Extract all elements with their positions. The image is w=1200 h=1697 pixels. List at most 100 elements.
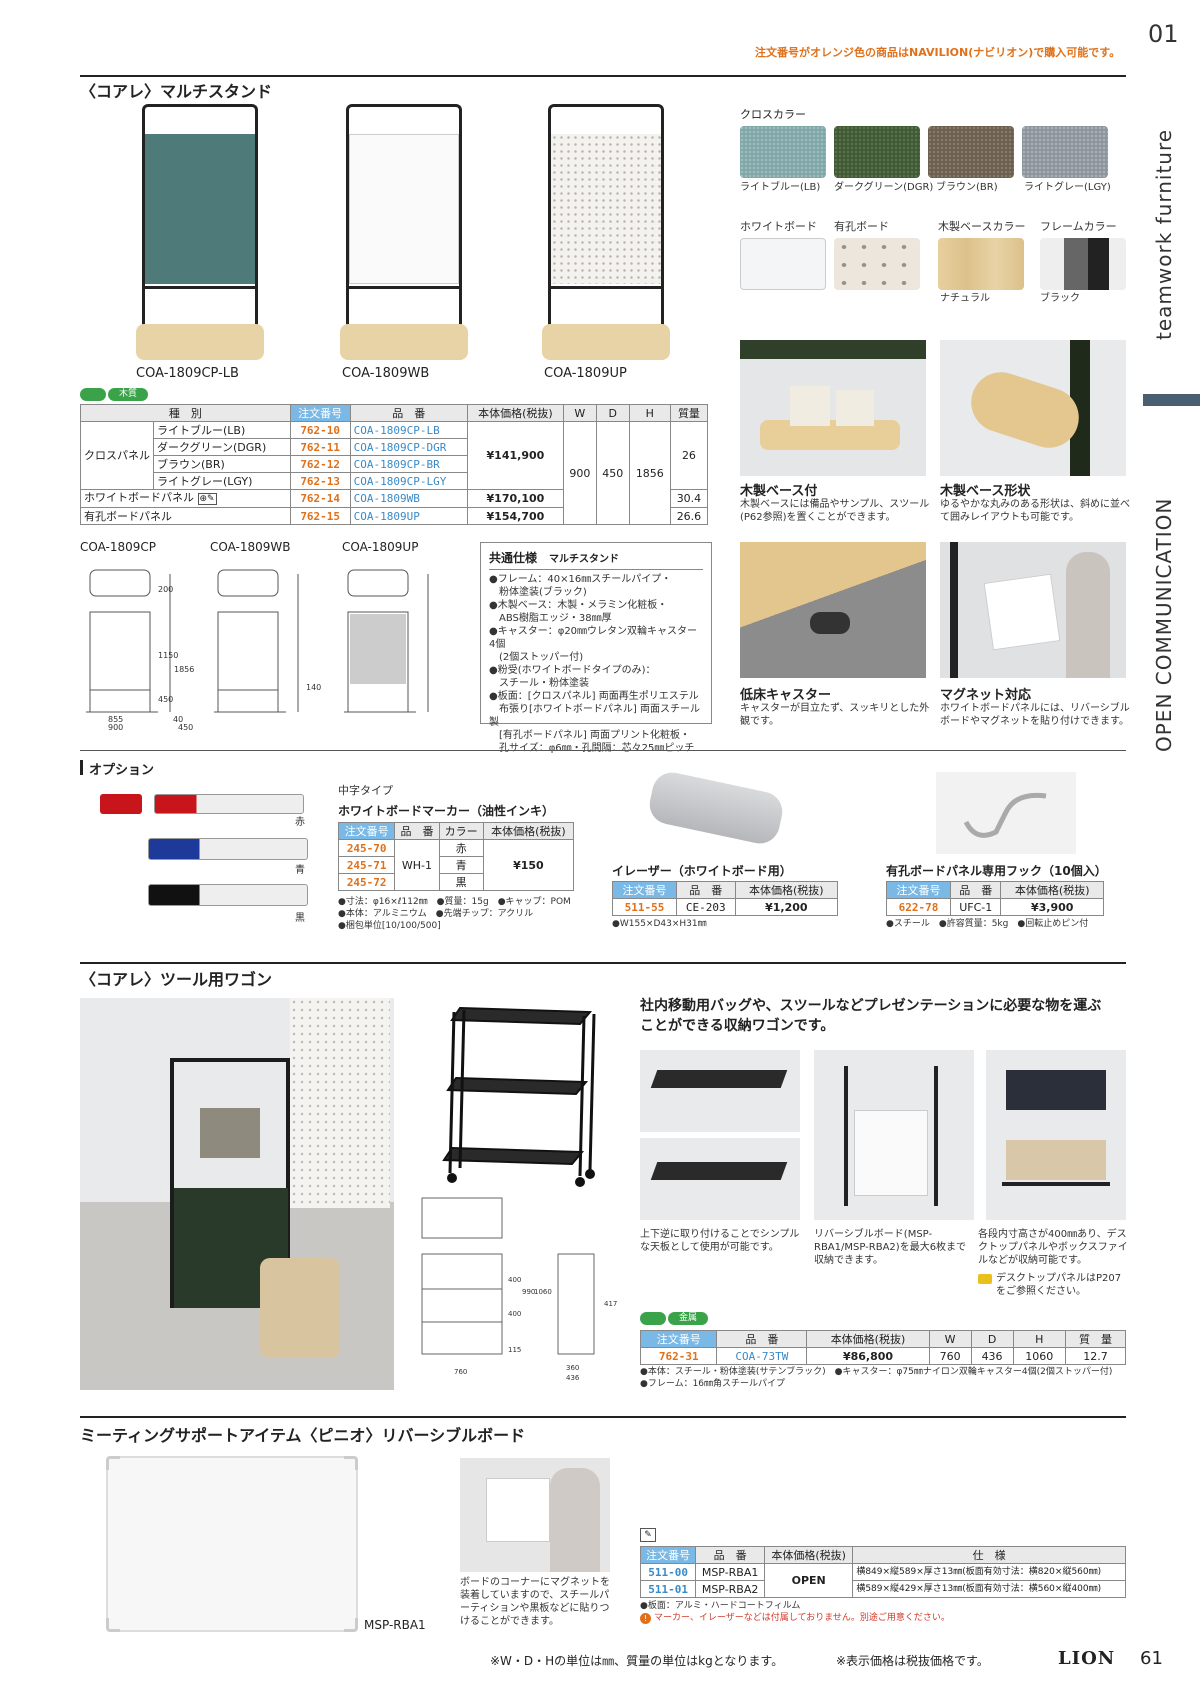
row-product: COA-1809CP-DGR bbox=[349, 438, 468, 456]
spec-title: 共通仕様 bbox=[489, 551, 538, 565]
board-usage-photo bbox=[460, 1458, 610, 1572]
row-spec: 横589×縦429×厚さ13㎜(板面有効寸法：横560×縦400㎜) bbox=[852, 1580, 1126, 1598]
table-row: 245-70 WH-1 赤 ¥150 bbox=[337, 839, 575, 891]
row-order[interactable]: 762-14 bbox=[289, 489, 351, 508]
value-w: 900 bbox=[562, 421, 597, 525]
wagon-caption-3: 各段内寸高さが400㎜あり、デスクトップパネルやボックスファイルなどが収納可能で… bbox=[978, 1229, 1128, 1266]
dim-450: 450 bbox=[158, 695, 173, 704]
spec-line: ●フレーム：40×16㎜スチールパイプ・ bbox=[489, 574, 672, 585]
dim-450b: 450 bbox=[178, 723, 193, 732]
feature-title-4: マグネット対応 bbox=[940, 688, 1032, 703]
pen-color-black: 黒 bbox=[295, 913, 305, 924]
reference-icon bbox=[978, 1274, 992, 1284]
wagon-dim-990: 990 bbox=[522, 1288, 535, 1296]
common-spec-box: 共通仕様 マルチスタンド ●フレーム：40×16㎜スチールパイプ・ 粉体塗装(ブ… bbox=[480, 542, 712, 754]
price-wb: ¥170,100 bbox=[466, 489, 564, 508]
frame-name: ブラック bbox=[1040, 293, 1080, 304]
table-row: 245-72 黒 bbox=[337, 873, 574, 891]
wagon-photo-files bbox=[986, 1050, 1126, 1220]
spec-line: [有孔ボードパネル] 両面プリント化粧板・ bbox=[489, 730, 690, 741]
marker-table: 注文番号 品 番 カラー 本体価格(税抜) 245-70 WH-1 赤 ¥150… bbox=[337, 822, 575, 891]
mass-up: 26.6 bbox=[669, 507, 709, 525]
wagon-dim-417: 417 bbox=[604, 1300, 617, 1308]
row-order[interactable]: 762-10 bbox=[289, 421, 351, 439]
page-number: 61 bbox=[1140, 1648, 1163, 1669]
row-color: 黒 bbox=[438, 873, 484, 891]
value-d: 450 bbox=[595, 421, 630, 525]
th-h: H bbox=[1012, 1330, 1067, 1348]
row-w: 760 bbox=[928, 1347, 972, 1365]
row-order[interactable]: 245-72 bbox=[337, 873, 396, 891]
row-order[interactable]: 511-00 bbox=[639, 1563, 697, 1581]
th-price: 本体価格(税抜) bbox=[734, 881, 839, 899]
drawing-label-3: COA-1809UP bbox=[342, 540, 419, 554]
board-spec-2: マーカー、イレーザーなどは付属しておりません。別途ご用意ください。 bbox=[654, 1613, 950, 1623]
spec-line: ●キャスター：φ20㎜ウレタン双輪キャスター4個 bbox=[489, 626, 698, 650]
eraser-spec: ●W155×D43×H31㎜ bbox=[612, 919, 707, 929]
marker-type-label: 中字タイプ bbox=[338, 784, 393, 797]
row-order[interactable]: 511-01 bbox=[639, 1580, 697, 1598]
row-order[interactable]: 622-78 bbox=[885, 898, 952, 916]
divider-wagon bbox=[80, 962, 1126, 964]
board-table: 注文番号 品 番 本体価格(税抜) 仕 様 511-00 MSP-RBA1 OP… bbox=[639, 1546, 1126, 1598]
value-h: 1856 bbox=[628, 421, 671, 525]
magnet-corner-icon bbox=[344, 1456, 358, 1470]
multistand-title: 〈コアレ〉マルチスタンド bbox=[80, 82, 273, 101]
wagon-dim-436: 436 bbox=[566, 1374, 580, 1382]
th-order: 注文番号 bbox=[289, 404, 351, 422]
row-order[interactable]: 245-70 bbox=[337, 839, 396, 857]
dim-1150: 1150 bbox=[158, 651, 178, 660]
row-order[interactable]: 762-13 bbox=[289, 472, 351, 490]
eco-icon bbox=[80, 388, 106, 401]
row-product: MSP-RBA1 bbox=[695, 1563, 765, 1581]
th-product: 品 番 bbox=[695, 1546, 765, 1564]
board-model-label: MSP-RBA1 bbox=[364, 1618, 426, 1632]
spec-line: ●板面：[クロスパネル] 両面再生ポリエステル bbox=[489, 691, 699, 702]
row-type: ライトグレー(LGY) bbox=[153, 472, 291, 490]
footer-price-note: ※表示価格は税抜価格です。 bbox=[836, 1654, 989, 1668]
row-order[interactable]: 511-55 bbox=[612, 898, 677, 916]
feature-photo-wood-base bbox=[740, 340, 926, 476]
page-number-top: 01 bbox=[1148, 20, 1179, 48]
hook-table: 注文番号 品 番 本体価格(税抜) 622-78 UFC-1 ¥3,900 bbox=[885, 881, 1104, 916]
row-order[interactable]: 762-11 bbox=[289, 438, 351, 456]
cloth-name-3: ブラウン(BR) bbox=[936, 182, 998, 193]
th-product: 品 番 bbox=[716, 1330, 808, 1348]
feature-title-3: 低床キャスター bbox=[740, 688, 832, 703]
th-mass: 質量 bbox=[669, 404, 709, 422]
th-price: 本体価格(税抜) bbox=[482, 822, 575, 840]
swatch-light-blue bbox=[740, 126, 826, 178]
table-row: 511-00 MSP-RBA1 OPEN 横849×縦589×厚さ13㎜(板面有… bbox=[639, 1563, 1126, 1598]
row-order[interactable]: 762-12 bbox=[289, 455, 351, 473]
row-product: COA-1809CP-LB bbox=[349, 421, 468, 439]
material-badge: 木質 bbox=[108, 388, 148, 401]
th-mass: 質 量 bbox=[1065, 1330, 1126, 1348]
dim-140: 140 bbox=[306, 683, 321, 692]
table-row: 有孔ボードパネル 762-15 COA-1809UP ¥154,700 26.6 bbox=[80, 507, 709, 525]
th-h: H bbox=[628, 404, 671, 422]
th-price: 本体価格(税抜) bbox=[763, 1546, 854, 1564]
row-product: COA-1809CP-LGY bbox=[349, 472, 468, 490]
table-row: ブラウン(BR) 762-12 COA-1809CP-BR bbox=[81, 455, 708, 473]
eraser-name: イレーザー（ホワイトボード用） bbox=[612, 864, 792, 878]
th-product: 品 番 bbox=[675, 881, 736, 899]
marker-product: WH-1 bbox=[394, 839, 440, 891]
spec-line: スチール・粉体塗装 bbox=[489, 678, 589, 689]
row-price: ¥86,800 bbox=[806, 1347, 930, 1365]
row-order[interactable]: 245-71 bbox=[337, 856, 396, 874]
row-type: ブラウン(BR) bbox=[153, 455, 291, 473]
row-h: 1060 bbox=[1012, 1347, 1067, 1365]
th-order: 注文番号 bbox=[612, 881, 677, 899]
row-order[interactable]: 762-15 bbox=[289, 507, 351, 525]
dim-855: 855 bbox=[108, 715, 123, 724]
feature-photo-base-shape bbox=[940, 340, 1126, 476]
hook-spec: ●スチール ●許容質量：5kg ●回転止めピン付 bbox=[886, 919, 1089, 929]
row-order[interactable]: 762-31 bbox=[639, 1347, 718, 1365]
th-d: D bbox=[970, 1330, 1014, 1348]
brand-logo: LION bbox=[1058, 1648, 1116, 1669]
th-w: W bbox=[562, 404, 597, 422]
price-up: ¥154,700 bbox=[466, 507, 564, 525]
th-w: W bbox=[928, 1330, 972, 1348]
table-row: 511-55 CE-203 ¥1,200 bbox=[612, 898, 839, 916]
wagon-title: 〈コアレ〉ツール用ワゴン bbox=[80, 970, 273, 989]
